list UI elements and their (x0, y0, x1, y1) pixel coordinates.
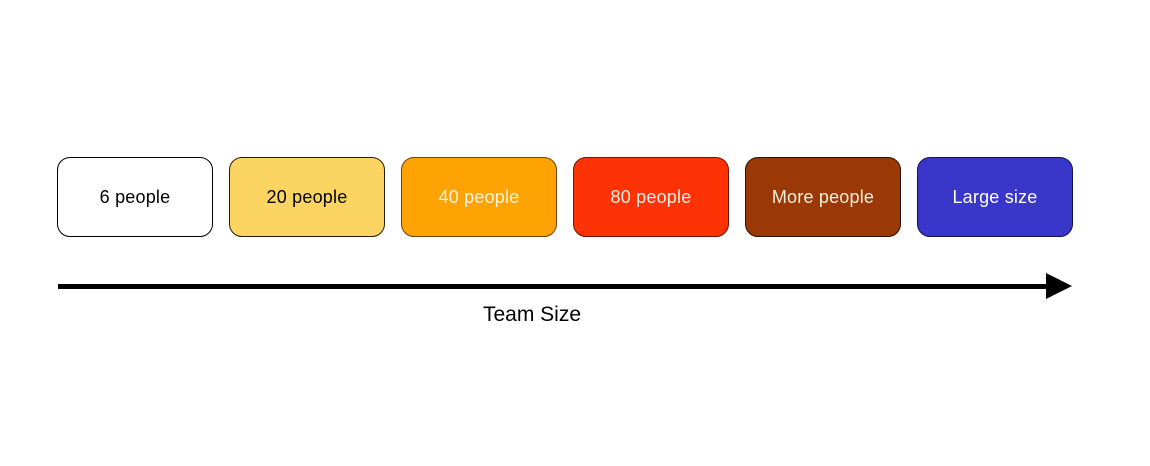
team-box-more-people: More people (745, 157, 901, 237)
team-size-boxes: 6 people 20 people 40 people 80 people M… (57, 157, 1073, 237)
team-box-6-people: 6 people (57, 157, 213, 237)
team-size-axis-line (58, 284, 1048, 289)
team-box-large-size: Large size (917, 157, 1073, 237)
team-box-40-people: 40 people (401, 157, 557, 237)
arrow-right-icon (1046, 273, 1072, 299)
team-box-20-people: 20 people (229, 157, 385, 237)
axis-label-team-size: Team Size (482, 303, 582, 326)
team-box-80-people: 80 people (573, 157, 729, 237)
